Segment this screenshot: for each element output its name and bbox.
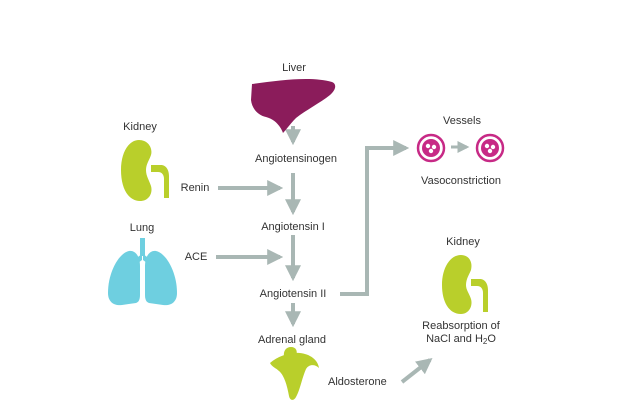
vasoconstriction-label: Vasoconstriction — [421, 175, 501, 187]
angiotensin-ii-label: Angiotensin II — [259, 288, 327, 300]
blood-vessel-icon — [416, 133, 446, 163]
reabsorption-line-1: Reabsorption of — [422, 320, 500, 332]
angiotensinogen-label: Angiotensinogen — [255, 153, 337, 165]
reabsorption-subscript: 2 — [482, 337, 488, 346]
kidney-right-label: Kidney — [446, 236, 480, 248]
lung-icon — [108, 238, 177, 306]
adrenal-gland-icon — [270, 347, 319, 400]
blood-vessel-icon — [475, 133, 505, 163]
arrows — [216, 126, 470, 384]
arrow-aldosterone-to-kidney — [400, 358, 433, 384]
kidney-icon — [442, 255, 488, 314]
arrow-angiotensin-ii-to-vessels — [340, 140, 410, 296]
angiotensin-i-label: Angiotensin I — [261, 221, 325, 233]
aldosterone-label: Aldosterone — [328, 376, 387, 388]
reabsorption-line-2-end: O — [487, 333, 496, 345]
vessels-label: Vessels — [443, 115, 481, 127]
ace-label: ACE — [184, 251, 208, 263]
renin-label: Renin — [180, 182, 210, 194]
reabsorption-line-2-text: NaCl and H — [426, 333, 483, 345]
kidney-icon — [121, 140, 169, 201]
adrenal-gland-label: Adrenal gland — [258, 334, 326, 346]
liver-icon — [251, 78, 336, 133]
kidney-left-label: Kidney — [123, 121, 157, 133]
lung-label: Lung — [129, 222, 155, 234]
reabsorption-label: Reabsorption of NaCl and H2O — [406, 320, 516, 346]
liver-label: Liver — [282, 62, 306, 74]
